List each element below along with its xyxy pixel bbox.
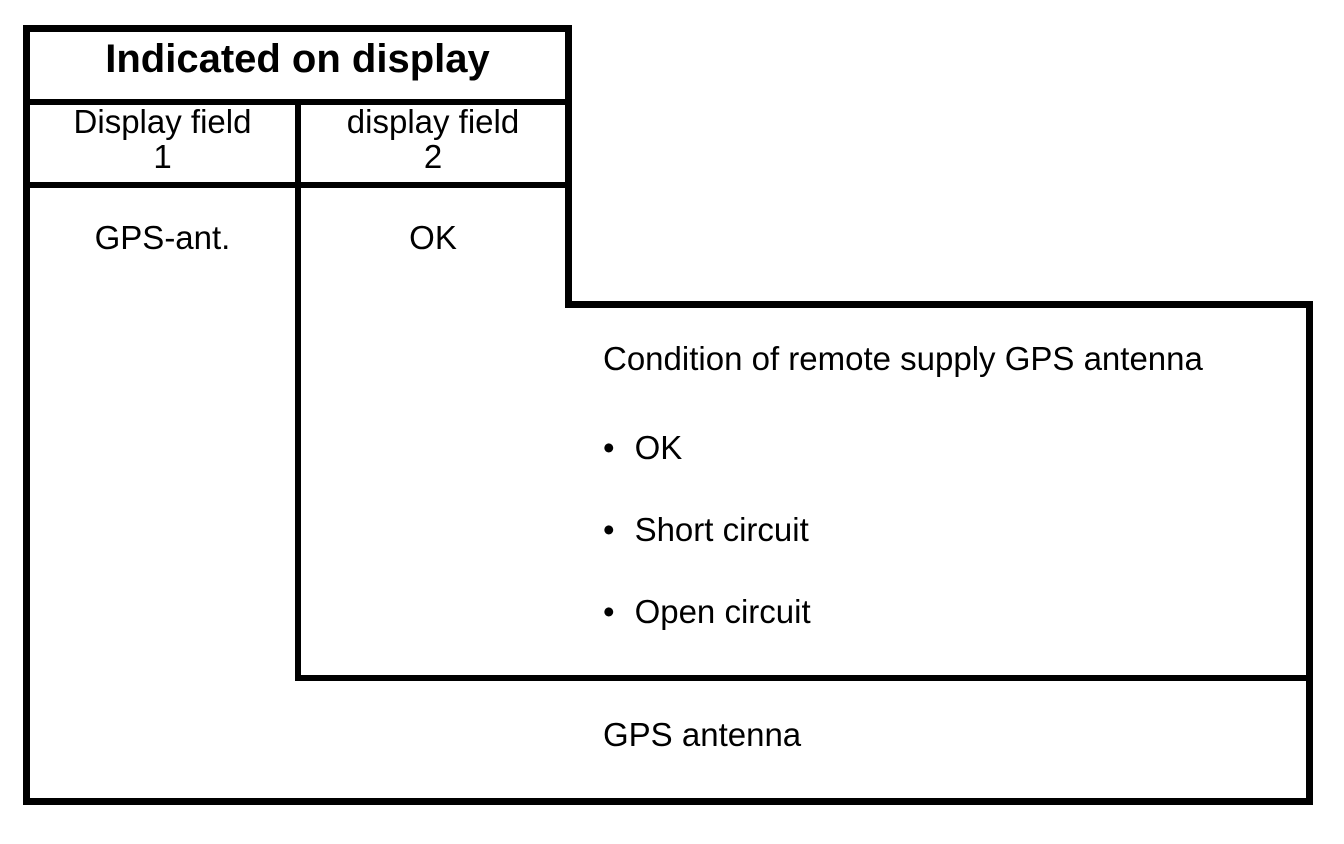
- bullet-icon: •: [603, 429, 615, 466]
- callout-bottom-border: [295, 675, 1313, 681]
- display-field-2-value: OK: [409, 219, 457, 256]
- bullet-item: • OK: [603, 429, 682, 467]
- column-divider: [295, 99, 301, 681]
- bullet-item-label: Open circuit: [634, 593, 811, 630]
- callout-top-border: [565, 301, 1313, 308]
- column-header-display-field-2: display field 2: [301, 104, 565, 174]
- table-right-border: [565, 25, 572, 308]
- outer-left-border: [23, 25, 30, 805]
- bullet-item-label: OK: [634, 429, 683, 466]
- outer-right-border: [1306, 301, 1313, 805]
- column-header-1-line-2: 1: [153, 138, 172, 175]
- outer-top-border: [23, 25, 572, 32]
- bullet-item: • Open circuit: [603, 593, 811, 631]
- display-field-1-value: GPS-ant.: [94, 219, 231, 256]
- bullet-icon: •: [603, 593, 615, 630]
- gps-antenna-caption: GPS antenna: [603, 716, 802, 753]
- callout-title: Condition of remote supply GPS antenna: [603, 340, 1203, 377]
- table-title: Indicated on display: [105, 37, 490, 81]
- bullet-item: • Short circuit: [603, 511, 809, 549]
- column-header-1-line-1: Display field: [73, 103, 252, 140]
- column-header-2-line-1: display field: [346, 103, 520, 140]
- column-header-display-field-1: Display field 1: [30, 104, 295, 174]
- bullet-icon: •: [603, 511, 615, 548]
- column-header-2-line-2: 2: [423, 138, 443, 175]
- outer-bottom-border: [23, 798, 1313, 805]
- bullet-item-label: Short circuit: [634, 511, 809, 548]
